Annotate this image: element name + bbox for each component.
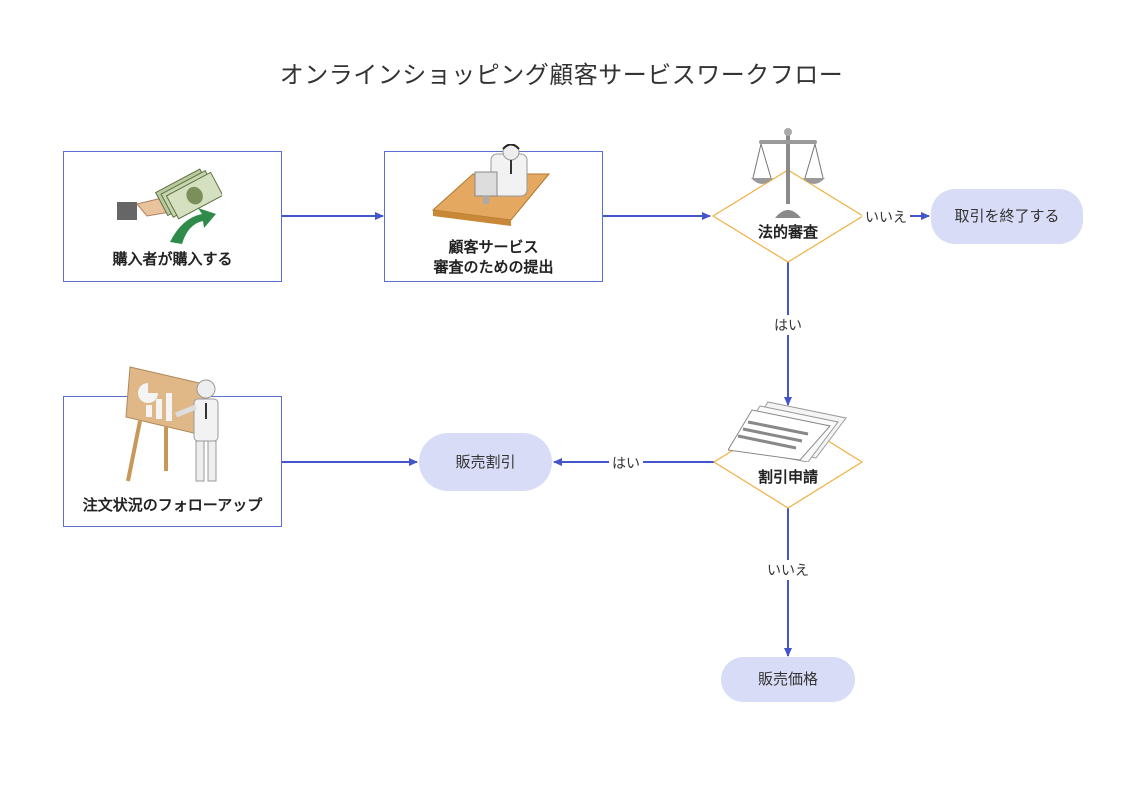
order-followup-box[interactable]: 注文状況のフォローアップ [63, 366, 282, 527]
discount-request-label: 割引申請 [757, 468, 818, 486]
customer-service-box[interactable]: 顧客サービス 審査のための提出 [384, 144, 603, 282]
presentation-board-icon [125, 366, 219, 482]
money-hand-icon [117, 168, 222, 244]
buyer-purchase-label: 購入者が購入する [112, 250, 233, 268]
operator-desk-icon [431, 144, 551, 226]
order-followup-label: 注文状況のフォローアップ [82, 496, 263, 514]
legal-review-label: 法的審査 [757, 223, 818, 241]
documents-icon [728, 401, 847, 462]
customer-service-line1: 顧客サービス [448, 238, 539, 256]
edge-label-discount-yes: はい [609, 453, 643, 473]
scales-icon [751, 128, 825, 218]
customer-service-line2: 審査のための提出 [433, 258, 554, 276]
sale-price-terminal[interactable]: 販売価格 [721, 657, 855, 702]
sale-discount-terminal[interactable]: 販売割引 [419, 433, 552, 491]
end-deal-terminal[interactable]: 取引を終了する [931, 189, 1083, 244]
edge-label-discount-no: いいえ [764, 560, 812, 580]
diagram-title: オンラインショッピング顧客サービスワークフロー [279, 61, 844, 89]
buyer-purchase-box[interactable]: 購入者が購入する [63, 151, 282, 282]
edge-label-legal-no: いいえ [862, 207, 910, 227]
edge-label-legal-yes: はい [771, 315, 805, 335]
